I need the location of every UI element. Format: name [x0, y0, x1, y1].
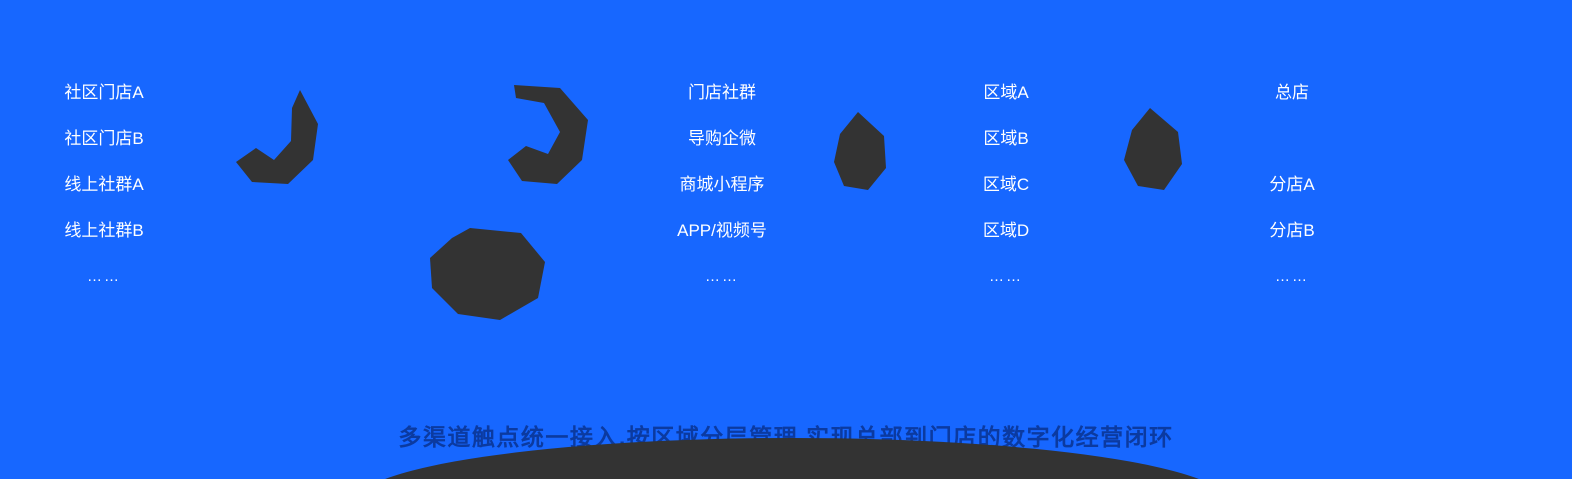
ellipsis-label: …… [87, 268, 121, 285]
ellipsis-label: …… [989, 268, 1023, 285]
curved-arrow-icon [508, 85, 588, 184]
column-regions: 区域A 区域B 区域C 区域D …… [946, 70, 1066, 300]
column-community-touchpoints: 社区门店A 社区门店B 线上社群A 线上社群B …… [24, 70, 184, 300]
node-label-empty [1232, 116, 1352, 162]
node-label: 社区门店A [64, 83, 144, 102]
node-label: 分店B [1269, 221, 1315, 240]
node-label: 社区门店B [64, 129, 144, 148]
node-label: 分店A [1269, 175, 1315, 194]
node-label: 门店社群 [688, 83, 756, 102]
column-channel-carriers: 门店社群 导购企微 商城小程序 APP/视频号 …… [632, 70, 812, 300]
node-label: 线上社群A [64, 175, 144, 194]
node-label: 区域B [983, 129, 1029, 148]
small-arrow-icon [1124, 108, 1182, 190]
node-label: 区域A [983, 83, 1029, 102]
node-label: 导购企微 [688, 129, 756, 148]
caption-text: 多渠道触点统一接入,按区域分层管理,实现总部到门店的数字化经营闭环 [398, 424, 1174, 450]
small-arrow-icon [834, 112, 886, 190]
node-label: 区域C [982, 175, 1030, 194]
node-label: 区域D [982, 221, 1030, 240]
ellipsis-label: …… [705, 268, 739, 285]
curved-arrow-icon [430, 228, 545, 320]
curved-arrow-icon [236, 90, 318, 184]
ellipsis-label: …… [1275, 268, 1309, 285]
node-label: 总店 [1275, 83, 1309, 102]
node-label: 商城小程序 [679, 175, 765, 194]
node-label: APP/视频号 [677, 221, 767, 240]
column-store-hierarchy: 总店 分店A 分店B …… [1232, 70, 1352, 300]
node-label: 线上社群B [64, 221, 144, 240]
